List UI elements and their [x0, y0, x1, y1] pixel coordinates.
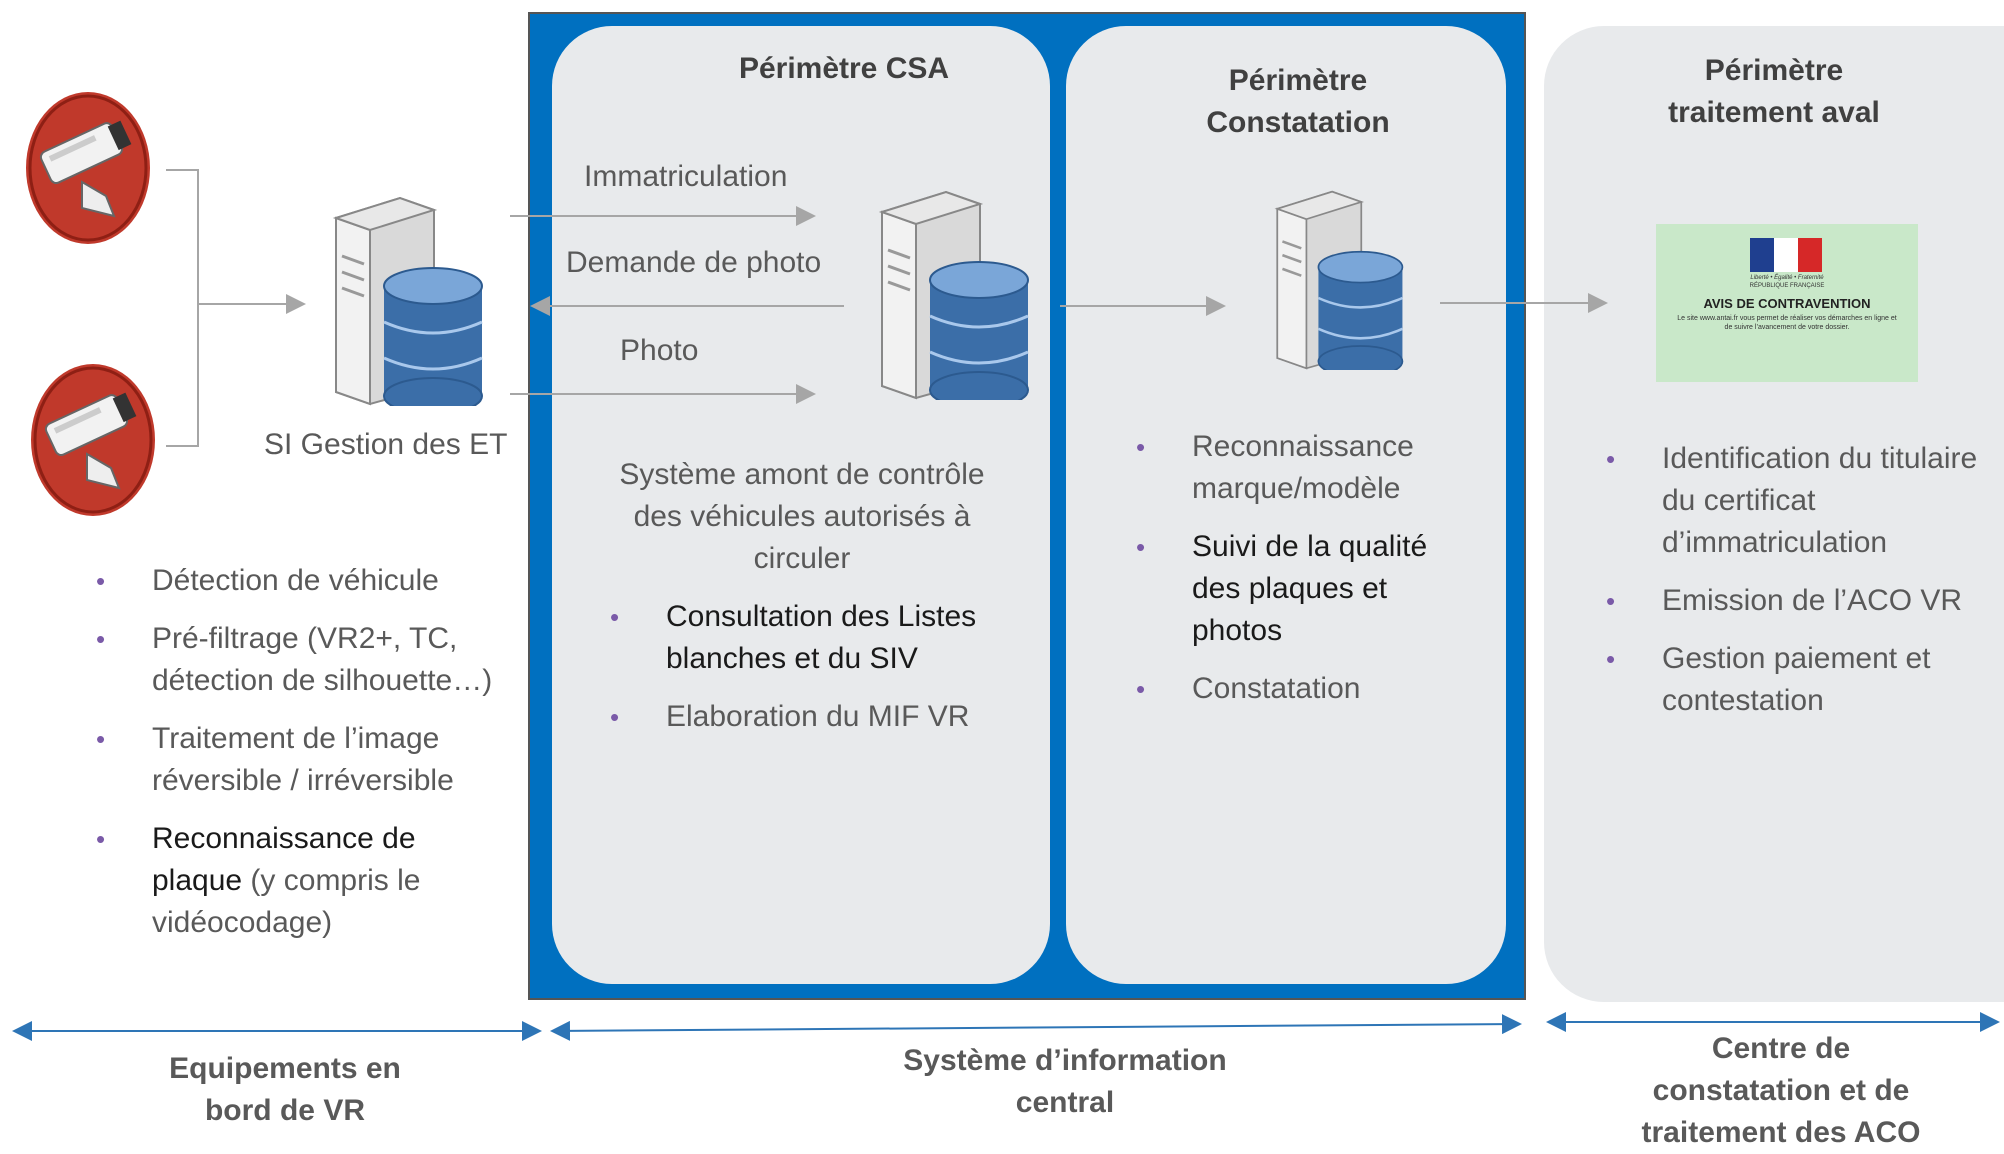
bullet-text: (y compris le vidéocodage): [152, 864, 421, 939]
bullet-item: Elaboration du MIF VR: [606, 696, 1026, 738]
csa-bullet-list: Consultation des Listes blanches et du S…: [606, 596, 1026, 754]
bullet-item: Traitement de l’image réversible / irrév…: [92, 718, 512, 802]
bullet-text: Traitement de l’image réversible / irrév…: [152, 722, 454, 797]
centre-bottom-label: Centre de constatation et de traitement …: [1641, 1032, 1921, 1149]
constatation-bullet-list: Reconnaissance marque/modèleSuivi de la …: [1132, 426, 1472, 726]
avis-republique: RÉPUBLIQUE FRANÇAISE: [1749, 283, 1825, 289]
bullet-item: Identification du titulaire du certifica…: [1602, 438, 1982, 564]
bullet-text: Emission de l’ACO VR: [1662, 584, 1963, 617]
speed-camera-icon: [24, 90, 152, 246]
bullet-text: Détection de véhicule: [152, 564, 439, 597]
bullet-item: Détection de véhicule: [92, 560, 512, 602]
camera-bracket: [166, 169, 199, 447]
bullet-item: Suivi de la qualité des plaques et photo…: [1132, 526, 1472, 652]
immatriculation-label: Immatriculation: [584, 160, 788, 193]
bullet-item: Reconnaissance marque/modèle: [1132, 426, 1472, 510]
server-database-icon: [1272, 190, 1406, 378]
bullet-text: Gestion paiement et contestation: [1662, 642, 1931, 717]
bullet-text-emphasis: Consultation des Listes blanches et du S…: [666, 600, 977, 675]
french-flag-logo: [1750, 238, 1822, 272]
server-database-icon: [330, 196, 486, 415]
bullet-text: Reconnaissance marque/modèle: [1192, 430, 1414, 505]
equipements-bullet-list: Détection de véhiculePré-filtrage (VR2+,…: [92, 560, 512, 960]
bullet-text: Constatation: [1192, 672, 1361, 705]
server-database-icon: [876, 190, 1032, 409]
si-central-span-arrow: [550, 1014, 1522, 1041]
avis-text-line2: de suivre l’avancement de votre dossier.: [1724, 324, 1850, 331]
constatation-title: Périmètre Constatation: [1206, 64, 1390, 139]
bullet-item: Emission de l’ACO VR: [1602, 580, 1982, 622]
equipements-bottom-label: Equipements en bord de VR: [169, 1052, 401, 1127]
bullet-text: Pré-filtrage (VR2+, TC, détection de sil…: [152, 622, 493, 697]
csa-perimeter-panel: [552, 26, 1050, 984]
avis-text-line1: Le site www.antai.fr vous permet de réal…: [1677, 315, 1897, 322]
csa-description: Système amont de contrôle des véhicules …: [619, 458, 985, 575]
si-gestion-label: SI Gestion des ET: [264, 428, 508, 461]
bullet-item: Gestion paiement et contestation: [1602, 638, 1982, 722]
bullet-text-emphasis: Reconnaissance de plaque: [152, 822, 416, 897]
avis-title: AVIS DE CONTRAVENTION: [1703, 296, 1871, 311]
bullet-text: Identification du titulaire du certifica…: [1662, 442, 1978, 559]
si-central-bottom-label: Système d’information central: [903, 1044, 1227, 1119]
bullet-item: Reconnaissance de plaque (y compris le v…: [92, 818, 512, 944]
speed-camera-icon: [28, 362, 158, 518]
bullet-text-emphasis: Suivi de la qualité des plaques et photo…: [1192, 530, 1428, 647]
bullet-item: Constatation: [1132, 668, 1472, 710]
avis-contravention-document: Liberté • Égalité • Fraternité RÉPUBLIQU…: [1656, 224, 1918, 382]
csa-title: Périmètre CSA: [738, 52, 950, 85]
photo-label: Photo: [620, 334, 699, 367]
bullet-item: Pré-filtrage (VR2+, TC, détection de sil…: [92, 618, 512, 702]
avis-motto: Liberté • Égalité • Fraternité: [1750, 275, 1824, 281]
demande-photo-label: Demande de photo: [566, 246, 822, 279]
bullet-item: Consultation des Listes blanches et du S…: [606, 596, 1026, 680]
bullet-text: Elaboration du MIF VR: [666, 700, 970, 733]
aval-bullet-list: Identification du titulaire du certifica…: [1602, 438, 1982, 738]
aval-title: Périmètre traitement aval: [1668, 54, 1880, 129]
